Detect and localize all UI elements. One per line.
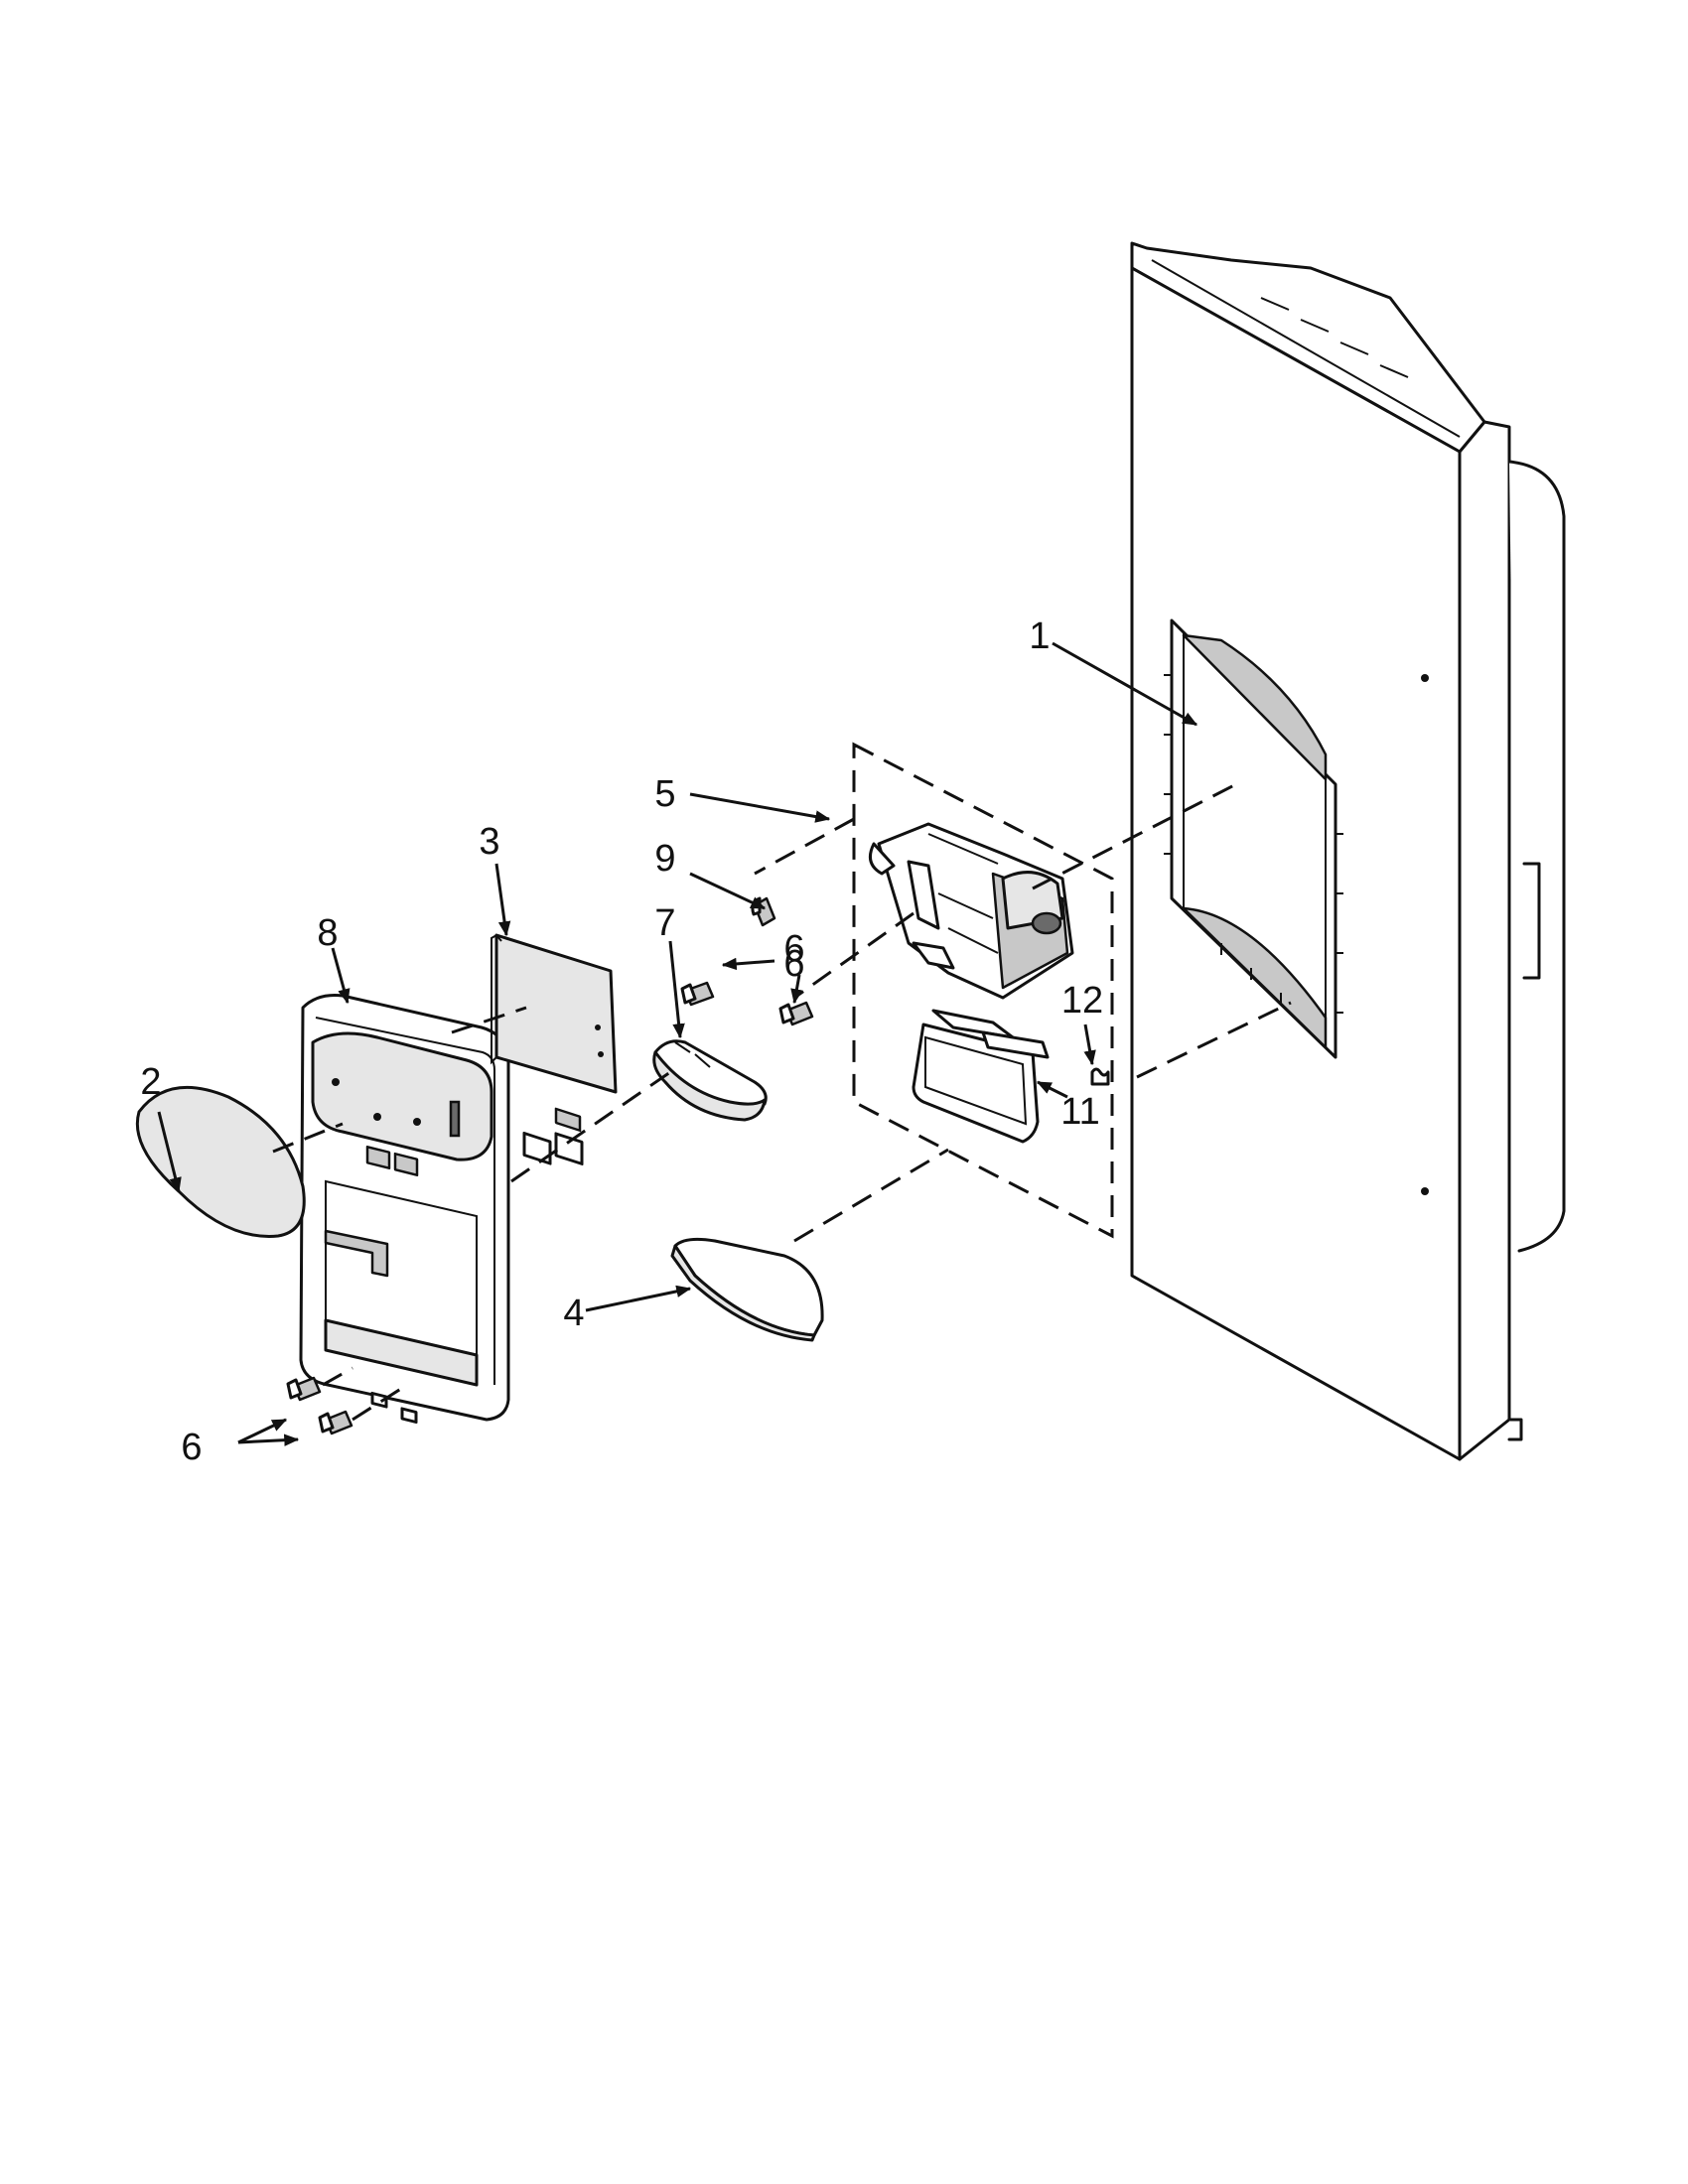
- dispenser-actuator-assembly: [868, 822, 1074, 1000]
- leader-arrows: [157, 641, 1198, 1446]
- callout-7: 7: [654, 902, 675, 944]
- screw-lower-left: [286, 1376, 322, 1402]
- callout-3: 3: [479, 821, 499, 863]
- callout-2: 2: [140, 1061, 161, 1103]
- dispenser-paddle: [135, 1085, 306, 1238]
- trim-piece: [670, 1237, 824, 1342]
- assembly-boundary: [852, 742, 1114, 1239]
- callout-8: 8: [317, 912, 338, 954]
- alignment-lines: [272, 782, 1292, 1422]
- dispenser-recess: [1164, 618, 1343, 1059]
- screw-middle: [778, 1001, 814, 1026]
- callout-11: 11: [1060, 1091, 1099, 1133]
- callout-4: 4: [563, 1293, 584, 1334]
- spring: [1090, 1067, 1110, 1086]
- screw-lower-right: [318, 1410, 353, 1435]
- clip: [751, 896, 776, 927]
- callout-6-bottom: 6: [181, 1427, 202, 1468]
- dispenser-facade: [299, 994, 510, 1425]
- screw-upper: [680, 981, 715, 1007]
- callout-5: 5: [654, 773, 675, 815]
- callout-12: 12: [1061, 980, 1103, 1022]
- callout-9: 9: [654, 838, 675, 880]
- callout-1: 1: [1029, 615, 1050, 657]
- chute-door: [912, 1009, 1050, 1144]
- callout-6-lower: 6: [783, 928, 804, 970]
- control-board: [491, 933, 618, 1165]
- light-lens: [652, 1039, 768, 1122]
- callout-6-middle: 6: [783, 943, 804, 985]
